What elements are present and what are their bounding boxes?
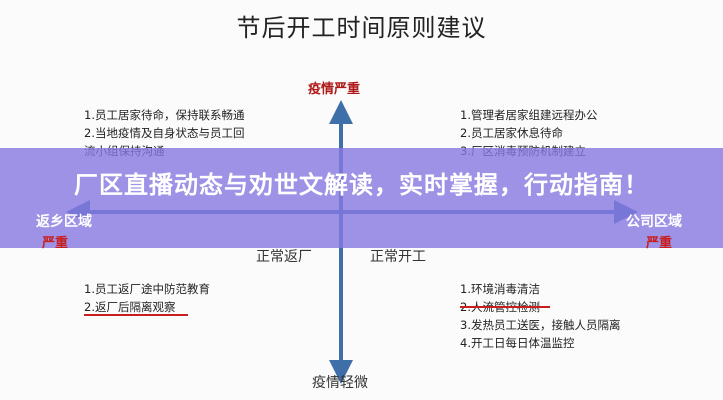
bottom-right-list: 1.环境消毒清洁 2.人流管控检测 3.发热员工送医，接触人员隔离 4.开工日每… bbox=[460, 280, 620, 352]
bottom-right-title: 正常开工 bbox=[370, 249, 426, 265]
list-item: 4.开工日每日体温监控 bbox=[460, 336, 575, 350]
axis-top-label: 疫情严重 bbox=[308, 82, 361, 97]
list-item: 1.管理者居家组建远程办公 bbox=[460, 108, 598, 122]
bottom-left-list: 1.员工返厂途中防范教育 2.返厂后隔离观察 bbox=[84, 280, 210, 316]
headline-banner: 厂区直播动态与劝世文解读，实时掌握，行动指南！ bbox=[0, 148, 723, 248]
axis-right-sublabel: 严重 bbox=[646, 236, 673, 251]
axis-bottom-label: 疫情轻微 bbox=[312, 375, 368, 391]
bottom-right-underline bbox=[460, 306, 550, 308]
list-item: 2.返厂后隔离观察 bbox=[84, 300, 176, 314]
list-item: 3.发热员工送医，接触人员隔离 bbox=[460, 318, 621, 332]
list-item: 1.员工返厂途中防范教育 bbox=[84, 282, 210, 296]
list-item: 1.员工居家待命，保持联系畅通 bbox=[84, 108, 245, 122]
list-item: 1.环境消毒清洁 bbox=[460, 282, 540, 296]
list-item: 2.当地疫情及自身状态与员工回 bbox=[84, 126, 245, 140]
list-item: 2.员工居家休息待命 bbox=[460, 126, 563, 140]
axis-left-sublabel: 严重 bbox=[42, 236, 69, 251]
diagram-title: 节后开工时间原则建议 bbox=[236, 14, 487, 42]
axis-left-label: 返乡区域 bbox=[36, 214, 92, 230]
axis-right-label: 公司区域 bbox=[626, 214, 682, 230]
bottom-left-title: 正常返厂 bbox=[256, 249, 312, 265]
bottom-left-underline bbox=[84, 314, 188, 316]
headline-text: 厂区直播动态与劝世文解读，实时掌握，行动指南！ bbox=[74, 171, 649, 199]
